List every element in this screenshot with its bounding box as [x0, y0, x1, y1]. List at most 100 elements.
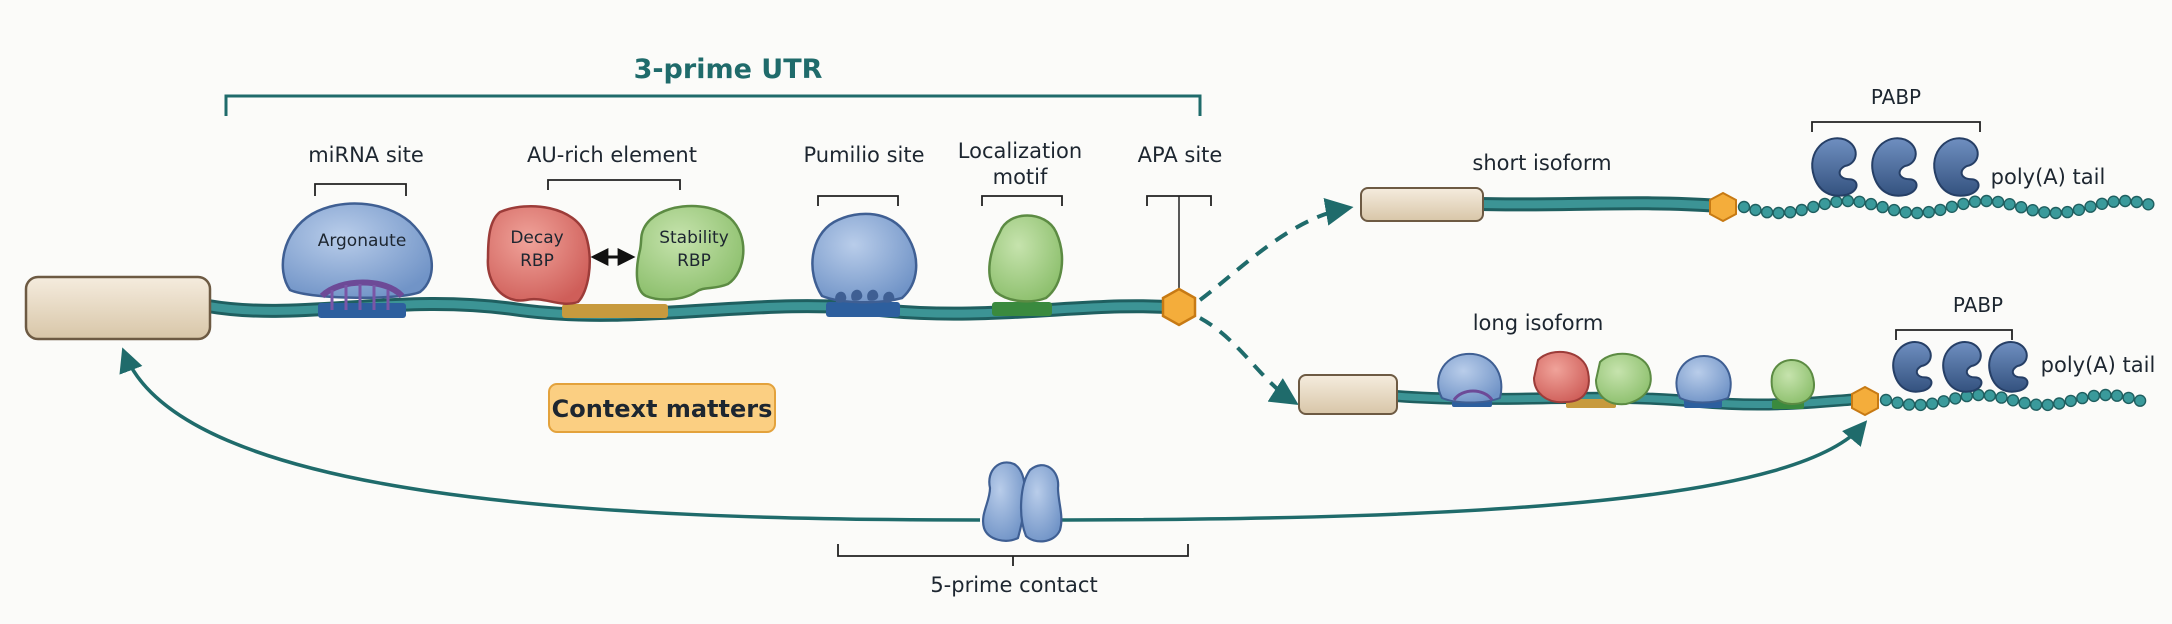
- long-cds-block: [1298, 374, 1398, 415]
- mirna-site-segment: [318, 303, 406, 318]
- long-tail-label: poly(A) tail: [2041, 353, 2156, 377]
- polya-bead: [1887, 203, 1901, 217]
- polya-bead: [2072, 203, 2086, 217]
- polya-bead: [1772, 206, 1785, 220]
- argonaute-label: Argonaute: [318, 231, 407, 251]
- decay-label-line1: Decay: [510, 228, 563, 248]
- utr-title: 3-prime UTR: [634, 54, 823, 85]
- apa-hexagon-short: [1709, 191, 1737, 223]
- polya-bead: [1879, 393, 1893, 407]
- long-isoform-label: long isoform: [1473, 311, 1604, 335]
- stability-label-line1: Stability: [659, 228, 729, 248]
- polya-bead: [1914, 398, 1927, 412]
- polya-bead: [2130, 195, 2143, 209]
- mirna-site-label: miRNA site: [308, 143, 424, 167]
- long-pabp-group: [1892, 341, 2029, 393]
- polya-bead: [1945, 200, 1959, 214]
- cds-block: [24, 275, 212, 341]
- polya-bead: [2038, 206, 2051, 219]
- branch-arrow-short: [1198, 198, 1354, 302]
- polya-bead: [2087, 389, 2101, 403]
- stability-rbp: Stability RBP: [635, 204, 745, 301]
- long-isoform: long isoform PABP poly(A) tail: [1298, 293, 2156, 417]
- short-isoform: short isoform PABP poly(A) tail: [1360, 85, 2155, 223]
- polya-bead: [2133, 394, 2147, 407]
- pabp-protein: [1871, 137, 1918, 197]
- polya-bead: [2064, 394, 2078, 408]
- polya-bead: [1902, 398, 1916, 411]
- site-label-mirna: miRNA site: [308, 143, 424, 196]
- polya-bead: [1830, 195, 1843, 209]
- polya-bead: [2122, 391, 2135, 405]
- pabp-protein: [1892, 341, 1933, 393]
- pabp-protein: [1811, 137, 1858, 197]
- polya-bead: [1910, 206, 1924, 220]
- polya-bead: [1818, 197, 1832, 211]
- polya-bead: [1876, 200, 1889, 214]
- stability-label-line2: RBP: [677, 251, 711, 271]
- pumilio-segment: [826, 302, 900, 317]
- decay-label-line2: RBP: [520, 251, 554, 271]
- polya-bead: [2041, 398, 2054, 412]
- short-tail-label: poly(A) tail: [1991, 165, 2106, 189]
- short-pabp-group: [1811, 137, 1980, 197]
- polya-bead: [2076, 391, 2089, 405]
- polya-bead: [2003, 197, 2016, 211]
- polya-bead: [2018, 396, 2031, 410]
- branch-arrow-long: [1199, 316, 1299, 406]
- polya-bead: [1891, 396, 1904, 409]
- polya-bead: [1841, 194, 1855, 208]
- contact-label: 5-prime contact: [930, 573, 1097, 597]
- polya-bead: [1922, 205, 1936, 219]
- au-rich-segment: [562, 304, 668, 318]
- polya-bead: [1807, 200, 1820, 214]
- polya-bead: [2006, 394, 2020, 407]
- short-polya-tail: [1737, 194, 2155, 220]
- polya-bead: [2110, 389, 2124, 402]
- pumilio-protein: [811, 212, 918, 304]
- polya-bead: [2049, 206, 2063, 220]
- argonaute-protein: Argonaute: [281, 202, 433, 310]
- apa-site-label: APA site: [1138, 143, 1223, 167]
- pumilio-site-label: Pumilio site: [803, 143, 924, 167]
- au-rich-label: AU-rich element: [527, 143, 697, 167]
- polya-bead: [2107, 195, 2120, 208]
- polya-bead: [2026, 203, 2039, 217]
- five-prime-contact-arrow-right: [1039, 420, 1868, 522]
- polya-bead: [2095, 197, 2109, 211]
- short-cds-block: [1360, 187, 1484, 222]
- polya-bead: [1749, 203, 1762, 217]
- polya-bead: [2084, 200, 2097, 213]
- polya-bead: [2061, 205, 2074, 219]
- localization-protein: [988, 214, 1064, 303]
- ribosome-contact-protein: [982, 461, 1063, 543]
- polya-bead: [1934, 203, 1947, 217]
- short-isoform-label: short isoform: [1472, 151, 1611, 175]
- pabp-protein: [1933, 137, 1980, 197]
- five-prime-contact-arrow-left: [119, 347, 981, 522]
- apa-hexagon-long: [1851, 385, 1879, 417]
- polya-bead: [1853, 195, 1866, 209]
- utr-bracket: [224, 94, 1202, 116]
- polya-bead: [1925, 397, 1939, 410]
- polya-bead: [1783, 205, 1797, 219]
- polya-bead: [1968, 195, 1982, 208]
- localization-label-line1: Localization: [958, 139, 1082, 163]
- polya-bead: [1983, 389, 1997, 402]
- site-label-apa: APA site: [1138, 143, 1223, 292]
- apa-hexagon-main: [1161, 287, 1197, 327]
- pabp-protein: [1942, 341, 1983, 393]
- context-box: Context matters: [548, 383, 776, 433]
- context-box-label: Context matters: [552, 395, 773, 423]
- polya-bead: [1957, 197, 1970, 211]
- polya-bead: [1899, 206, 1912, 219]
- localization-segment: [992, 302, 1052, 316]
- site-label-pumilio: Pumilio site: [803, 143, 925, 206]
- polya-bead: [2014, 200, 2028, 214]
- long-polya-tail: [1879, 388, 2147, 412]
- polya-bead: [1864, 197, 1878, 211]
- polya-bead: [1980, 194, 1993, 208]
- polya-bead: [1991, 195, 2005, 209]
- pabp-protein: [1988, 341, 2029, 393]
